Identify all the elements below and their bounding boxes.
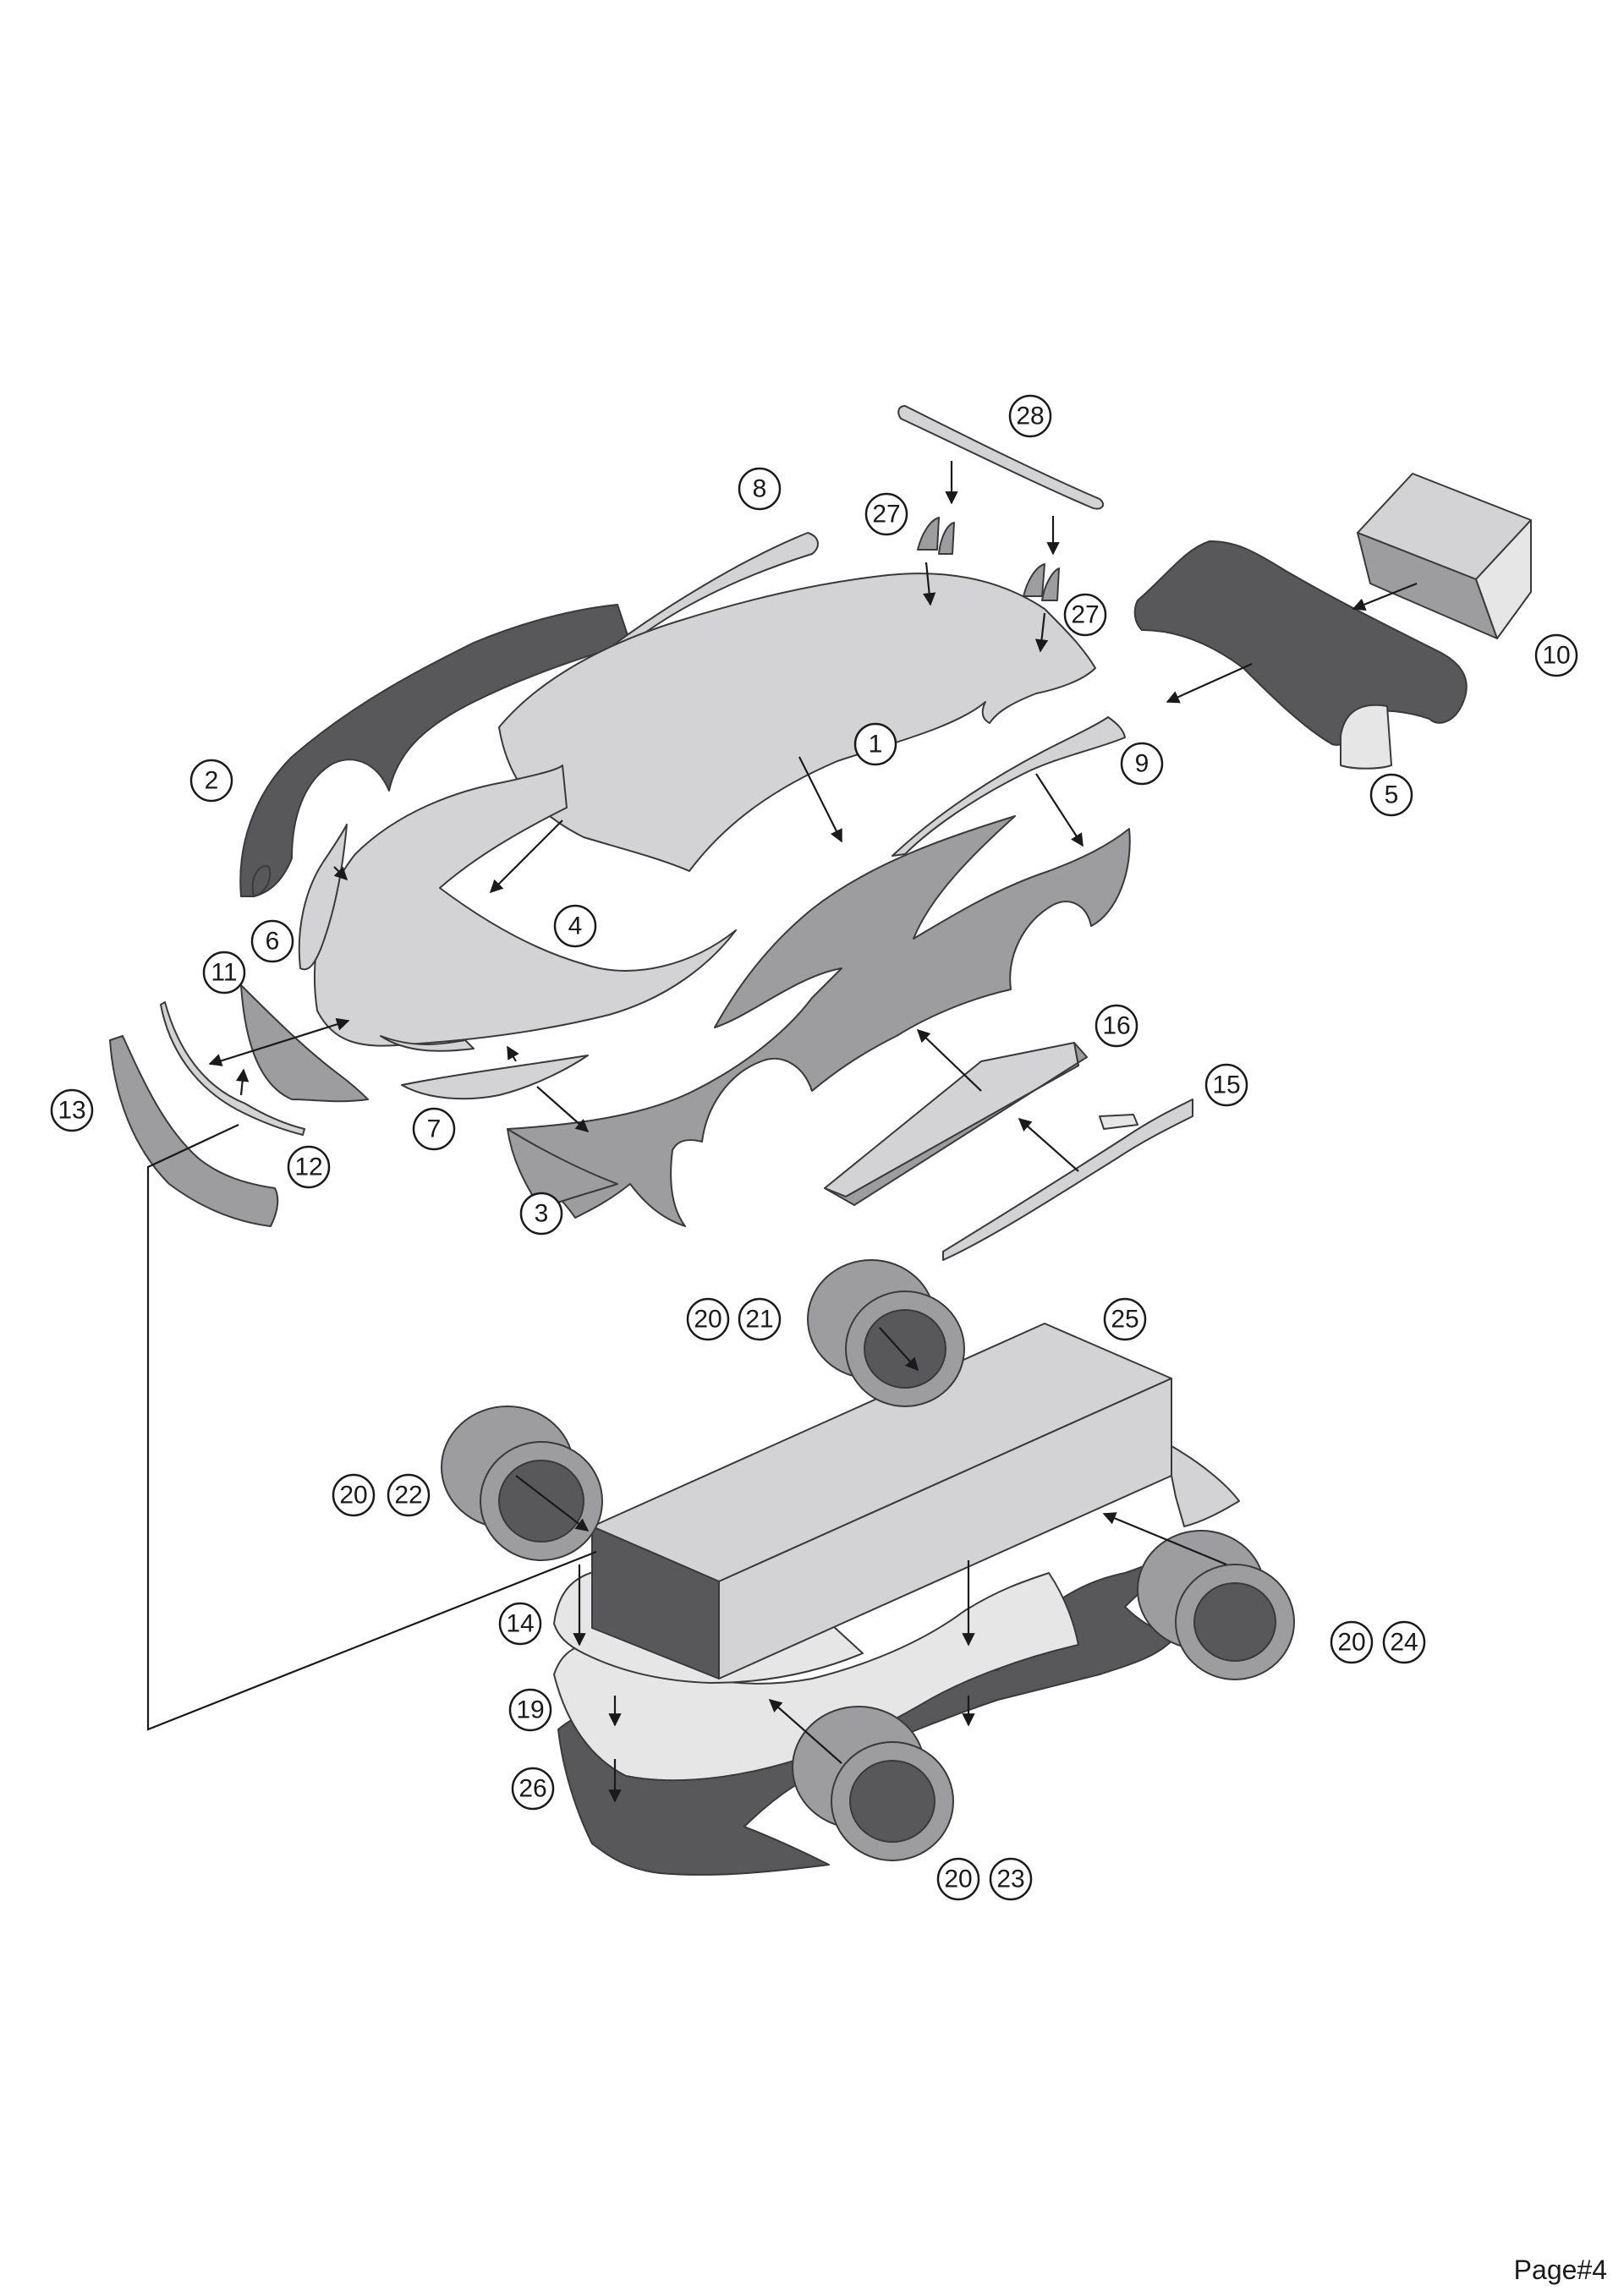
wheel-21	[807, 1259, 965, 1407]
part-27-fin-a2	[938, 522, 955, 555]
callout-8: 8	[738, 467, 782, 511]
svg-text:11: 11	[211, 959, 237, 987]
part-25-box-side	[591, 1526, 720, 1680]
leader-line-13	[146, 1124, 597, 1731]
callout-14: 14	[498, 1602, 542, 1646]
part-11-front-lip	[160, 1001, 305, 1136]
callout-16: 16	[1095, 1004, 1138, 1048]
callout-11: 11	[202, 951, 246, 995]
callout-20-d: 20	[1330, 1620, 1374, 1664]
svg-text:15: 15	[1212, 1071, 1240, 1099]
part-3-side-body	[507, 815, 1131, 1227]
part-15-thin-sill	[942, 1099, 1193, 1261]
part-6-front-panel	[298, 824, 348, 971]
callout-28: 28	[1008, 394, 1052, 438]
callout-27-a: 27	[864, 492, 908, 536]
svg-text:26: 26	[518, 1775, 546, 1803]
svg-text:14: 14	[506, 1610, 534, 1638]
callout-20-b: 20	[332, 1473, 376, 1517]
callout-20-a: 20	[686, 1297, 730, 1341]
callout-26: 26	[511, 1767, 555, 1811]
svg-text:20: 20	[944, 1866, 972, 1893]
svg-text:27: 27	[872, 501, 900, 529]
wheel-22	[441, 1406, 603, 1561]
part-25-tray	[1171, 1445, 1240, 1527]
callout-27-b: 27	[1063, 593, 1107, 637]
callout-24: 24	[1382, 1620, 1426, 1664]
svg-text:21: 21	[745, 1306, 773, 1334]
svg-text:20: 20	[1337, 1629, 1365, 1657]
part-16-sill-top	[824, 1042, 1079, 1197]
svg-text:22: 22	[394, 1482, 422, 1510]
wheel-23	[792, 1706, 954, 1861]
svg-text:12: 12	[294, 1153, 322, 1181]
callout-5: 5	[1369, 773, 1413, 817]
part-5-rear-tail	[1340, 704, 1392, 770]
svg-text:13: 13	[58, 1097, 85, 1125]
callout-2: 2	[189, 759, 233, 803]
svg-text:27: 27	[1071, 601, 1099, 629]
svg-text:20: 20	[339, 1482, 367, 1510]
callout-3: 3	[519, 1192, 563, 1236]
wheel-24	[1137, 1530, 1295, 1680]
part-9-side-strip	[892, 716, 1126, 857]
svg-text:4: 4	[568, 912, 583, 940]
svg-text:23: 23	[996, 1866, 1024, 1893]
callout-13: 13	[50, 1088, 94, 1132]
assembly-arrows	[146, 461, 1418, 1803]
part-27-fin-b1	[1023, 563, 1045, 597]
callout-4: 4	[553, 904, 597, 948]
part-10-wing-side	[1475, 519, 1532, 639]
svg-text:24: 24	[1390, 1629, 1418, 1657]
callout-19: 19	[508, 1688, 552, 1732]
svg-text:16: 16	[1102, 1012, 1130, 1040]
callout-6: 6	[250, 919, 294, 963]
part-16-sill-side	[824, 1042, 1088, 1206]
callout-22: 22	[387, 1473, 431, 1517]
page-number: Page#4	[1513, 2255, 1607, 2285]
part-7-side-skirt-top	[401, 1055, 589, 1100]
part-28-roof-strake	[897, 405, 1105, 510]
part-27-fin-a1	[917, 517, 940, 551]
svg-text:1: 1	[869, 731, 883, 759]
svg-text:6: 6	[266, 928, 280, 956]
callout-9: 9	[1120, 742, 1164, 786]
callout-21: 21	[738, 1297, 782, 1341]
part-13-front-bumper	[109, 1035, 279, 1227]
svg-text:3: 3	[535, 1200, 549, 1228]
callout-10: 10	[1534, 633, 1578, 677]
part-4-hood	[314, 764, 737, 1047]
part-1-roof	[498, 573, 1096, 872]
callout-20-c: 20	[936, 1857, 980, 1901]
callout-12: 12	[287, 1145, 331, 1189]
svg-text:25: 25	[1111, 1306, 1138, 1334]
part-3-rear-tip	[507, 1128, 618, 1210]
svg-text:10: 10	[1542, 642, 1570, 670]
part-8-roof-strip	[595, 532, 819, 659]
callout-25: 25	[1103, 1297, 1147, 1341]
part-15-notch	[1099, 1114, 1138, 1130]
part-2-left-fender	[239, 604, 631, 897]
callout-15: 15	[1204, 1063, 1248, 1107]
svg-text:19: 19	[516, 1696, 544, 1724]
svg-text:2: 2	[205, 767, 219, 795]
part-4-hood-top	[380, 1035, 475, 1052]
svg-text:20: 20	[694, 1306, 721, 1334]
part-27-fin-b2	[1041, 567, 1060, 601]
svg-text:9: 9	[1135, 750, 1149, 778]
callout-7: 7	[412, 1107, 456, 1151]
part-12-splitter	[240, 984, 369, 1103]
part-5-rear-body	[1133, 540, 1468, 746]
callout-23: 23	[989, 1857, 1033, 1901]
svg-text:7: 7	[427, 1115, 442, 1143]
svg-text:5: 5	[1385, 781, 1399, 809]
svg-text:28: 28	[1016, 403, 1044, 430]
part-2-wheel-arch	[251, 865, 271, 897]
svg-text:8: 8	[753, 475, 767, 503]
callout-1: 1	[853, 722, 897, 766]
